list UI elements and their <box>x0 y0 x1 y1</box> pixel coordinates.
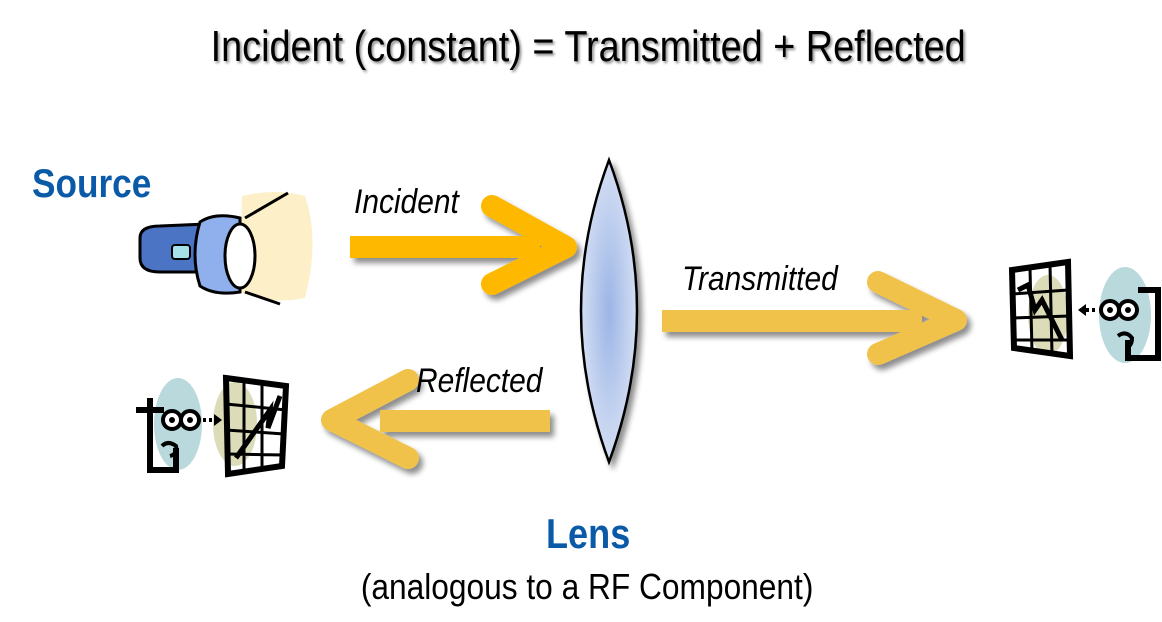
lens-icon <box>579 156 639 466</box>
transmitted-label: Transmitted <box>682 260 838 298</box>
transmitted-arrow <box>662 271 967 365</box>
incident-arrow <box>350 195 577 295</box>
reflected-label: Reflected <box>416 362 543 400</box>
transmitted-observer-icon <box>1008 258 1161 363</box>
reflected-observer-icon <box>136 374 290 478</box>
incident-label: Incident <box>354 183 459 221</box>
diagram-title: Incident (constant) = Transmitted + Refl… <box>210 22 966 71</box>
flashlight-icon <box>138 191 313 306</box>
source-label: Source <box>32 162 152 206</box>
lens-subtitle: (analogous to a RF Component) <box>360 566 814 607</box>
reflected-arrow <box>321 369 550 469</box>
lens-label: Lens <box>545 510 631 557</box>
